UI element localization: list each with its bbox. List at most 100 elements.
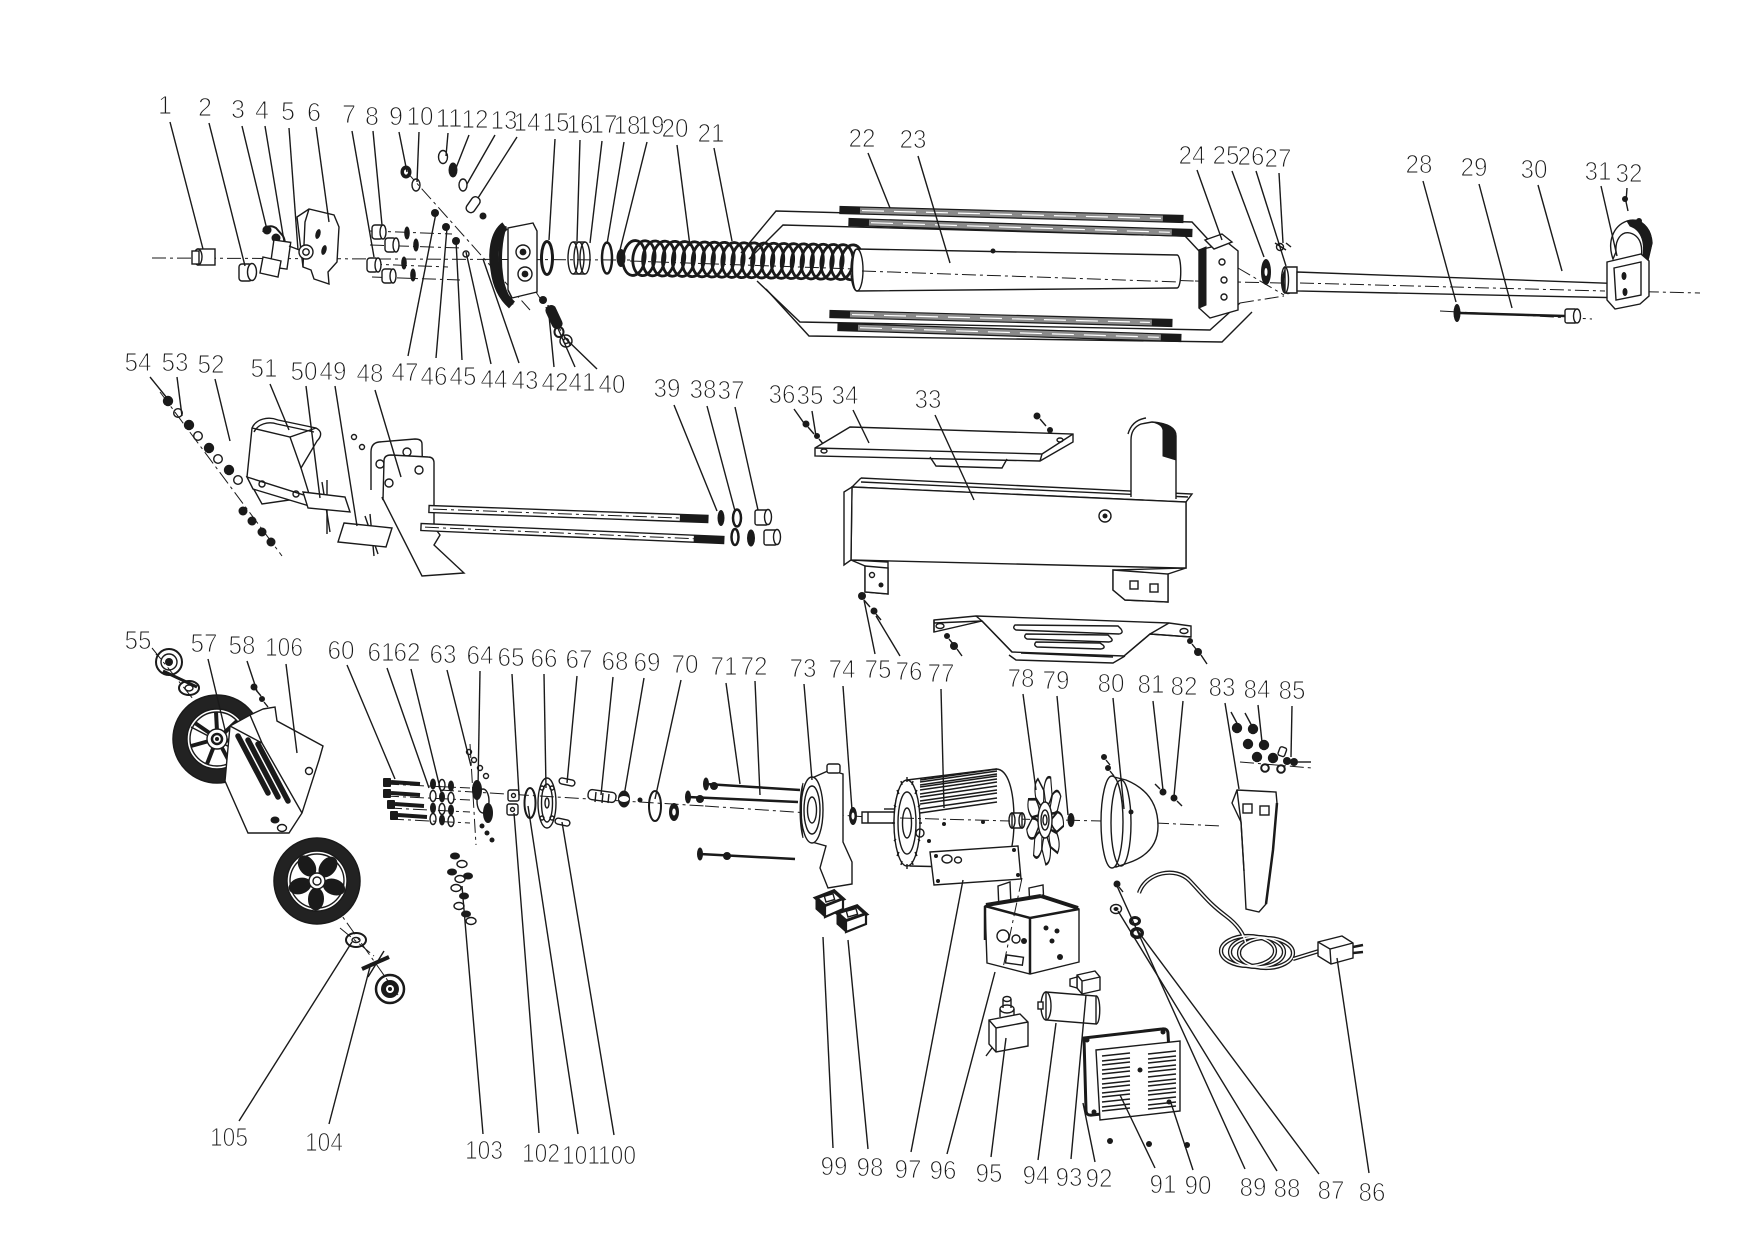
svg-text:102: 102	[522, 1138, 560, 1168]
svg-text:32: 32	[1616, 158, 1643, 188]
svg-text:82: 82	[1171, 671, 1198, 701]
svg-text:80: 80	[1098, 668, 1125, 698]
svg-text:53: 53	[162, 347, 189, 377]
svg-text:62: 62	[394, 637, 421, 667]
svg-text:26: 26	[1238, 141, 1265, 171]
svg-text:57: 57	[191, 628, 218, 658]
svg-text:12: 12	[462, 104, 489, 134]
svg-text:34: 34	[832, 380, 859, 410]
svg-text:99: 99	[821, 1151, 848, 1181]
svg-text:45: 45	[450, 361, 477, 391]
svg-text:9: 9	[389, 101, 403, 131]
svg-text:27: 27	[1265, 143, 1292, 173]
svg-text:47: 47	[392, 357, 419, 387]
svg-text:58: 58	[229, 630, 256, 660]
svg-text:24: 24	[1179, 140, 1206, 170]
svg-text:96: 96	[930, 1155, 957, 1185]
svg-text:37: 37	[718, 375, 745, 405]
svg-text:66: 66	[531, 643, 558, 673]
svg-text:40: 40	[599, 369, 626, 399]
svg-text:81: 81	[1138, 669, 1165, 699]
svg-text:8: 8	[365, 101, 379, 131]
svg-text:31: 31	[1585, 156, 1612, 186]
svg-text:106: 106	[265, 632, 303, 662]
svg-text:14: 14	[514, 107, 541, 137]
svg-text:20: 20	[662, 113, 689, 143]
svg-text:16: 16	[567, 109, 594, 139]
svg-text:69: 69	[634, 647, 661, 677]
svg-text:55: 55	[125, 625, 152, 655]
svg-text:83: 83	[1209, 672, 1236, 702]
svg-text:46: 46	[421, 361, 448, 391]
svg-text:92: 92	[1086, 1163, 1113, 1193]
svg-text:44: 44	[481, 364, 508, 394]
svg-text:71: 71	[711, 651, 738, 681]
svg-text:90: 90	[1185, 1170, 1212, 1200]
svg-text:29: 29	[1461, 152, 1488, 182]
svg-text:78: 78	[1008, 663, 1035, 693]
svg-text:86: 86	[1359, 1177, 1386, 1207]
svg-text:104: 104	[305, 1127, 343, 1157]
svg-text:17: 17	[591, 109, 618, 139]
svg-text:73: 73	[790, 653, 817, 683]
svg-text:89: 89	[1240, 1172, 1267, 1202]
svg-text:38: 38	[690, 374, 717, 404]
svg-text:39: 39	[654, 373, 681, 403]
svg-text:28: 28	[1406, 149, 1433, 179]
svg-text:10: 10	[407, 101, 434, 131]
svg-text:36: 36	[769, 379, 796, 409]
svg-text:64: 64	[467, 640, 494, 670]
svg-text:22: 22	[849, 123, 876, 153]
svg-text:19: 19	[638, 110, 665, 140]
svg-text:41: 41	[569, 367, 596, 397]
svg-text:1: 1	[158, 90, 172, 120]
svg-text:52: 52	[198, 349, 225, 379]
svg-text:60: 60	[328, 635, 355, 665]
svg-text:103: 103	[465, 1135, 503, 1165]
svg-text:15: 15	[543, 107, 570, 137]
svg-text:67: 67	[566, 644, 593, 674]
svg-text:87: 87	[1318, 1175, 1345, 1205]
svg-text:11: 11	[436, 103, 463, 133]
svg-text:49: 49	[320, 356, 347, 386]
svg-text:84: 84	[1244, 674, 1271, 704]
svg-text:79: 79	[1043, 665, 1070, 695]
svg-text:43: 43	[512, 365, 539, 395]
svg-text:3: 3	[231, 94, 245, 124]
svg-text:54: 54	[125, 347, 152, 377]
svg-text:4: 4	[255, 95, 269, 125]
svg-text:33: 33	[915, 384, 942, 414]
svg-text:95: 95	[976, 1158, 1003, 1188]
svg-text:23: 23	[900, 124, 927, 154]
svg-text:85: 85	[1279, 675, 1306, 705]
svg-text:93: 93	[1056, 1162, 1083, 1192]
svg-text:70: 70	[672, 649, 699, 679]
svg-text:94: 94	[1023, 1160, 1050, 1190]
svg-text:2: 2	[198, 92, 212, 122]
svg-text:61: 61	[368, 637, 395, 667]
svg-text:51: 51	[251, 353, 278, 383]
svg-text:48: 48	[357, 358, 384, 388]
svg-text:30: 30	[1521, 154, 1548, 184]
svg-text:5: 5	[281, 96, 295, 126]
svg-text:13: 13	[491, 105, 518, 135]
svg-text:97: 97	[895, 1154, 922, 1184]
svg-text:101: 101	[562, 1140, 600, 1170]
svg-text:100: 100	[598, 1140, 636, 1170]
svg-text:63: 63	[430, 639, 457, 669]
svg-text:6: 6	[307, 97, 321, 127]
svg-text:35: 35	[797, 380, 824, 410]
svg-text:75: 75	[865, 654, 892, 684]
svg-text:25: 25	[1213, 140, 1240, 170]
svg-text:42: 42	[542, 367, 569, 397]
svg-text:98: 98	[857, 1152, 884, 1182]
svg-text:7: 7	[342, 99, 356, 129]
svg-text:21: 21	[698, 118, 725, 148]
svg-text:88: 88	[1274, 1173, 1301, 1203]
svg-text:72: 72	[741, 651, 768, 681]
svg-text:77: 77	[928, 658, 955, 688]
svg-text:91: 91	[1150, 1169, 1177, 1199]
svg-text:74: 74	[829, 654, 856, 684]
svg-text:68: 68	[602, 646, 629, 676]
svg-text:76: 76	[896, 656, 923, 686]
